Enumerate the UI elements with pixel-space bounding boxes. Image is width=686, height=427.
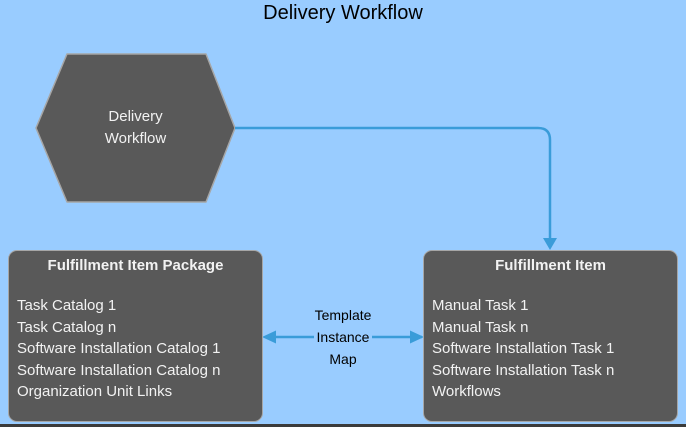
list-item: Software Installation Catalog n: [17, 361, 221, 379]
list-item: Manual Task 1: [432, 297, 529, 314]
fulfillment-item-package-title: Fulfillment Item Package: [47, 257, 224, 274]
fulfillment-item-title: Fulfillment Item: [495, 257, 606, 274]
list-item: Manual Task n: [432, 318, 529, 336]
map-label-line3: Map: [329, 351, 357, 367]
hexagon-label-line1: Delivery: [108, 108, 163, 125]
arrowhead-down-icon: [543, 238, 557, 250]
map-label-line2: Instance: [283, 326, 403, 348]
fulfillment-item-package-items: Task Catalog 1 Task Catalog n Software I…: [9, 295, 262, 403]
list-item: Software Installation Catalog 1: [17, 340, 221, 357]
hexagon-label-line2: Workflow: [104, 130, 167, 147]
list-item: Software Installation Task n: [432, 361, 615, 379]
arrowhead-right-icon: [410, 330, 424, 344]
list-item: Task Catalog n: [17, 318, 117, 336]
list-item: Organization Unit Links: [17, 383, 173, 400]
fulfillment-item-box: Fulfillment Item Manual Task 1 Manual Ta…: [423, 250, 678, 422]
list-item: Workflows: [432, 383, 501, 400]
fulfillment-item-package-box: Fulfillment Item Package Task Catalog 1 …: [8, 250, 263, 422]
template-instance-map-label: Template Instance Map: [283, 304, 403, 370]
hexagon-label: Delivery Workflow: [36, 106, 235, 150]
page-title: Delivery Workflow: [263, 2, 423, 24]
arrowhead-left-icon: [262, 330, 276, 344]
list-item: Task Catalog 1: [17, 297, 117, 314]
map-label-line1: Template: [314, 307, 372, 323]
connector-hexagon-to-fulfillment-item: [235, 126, 552, 239]
fulfillment-item-items: Manual Task 1 Manual Task n Software Ins…: [424, 295, 677, 403]
list-item: Software Installation Task 1: [432, 340, 615, 357]
window-bottom-edge: [0, 424, 686, 427]
